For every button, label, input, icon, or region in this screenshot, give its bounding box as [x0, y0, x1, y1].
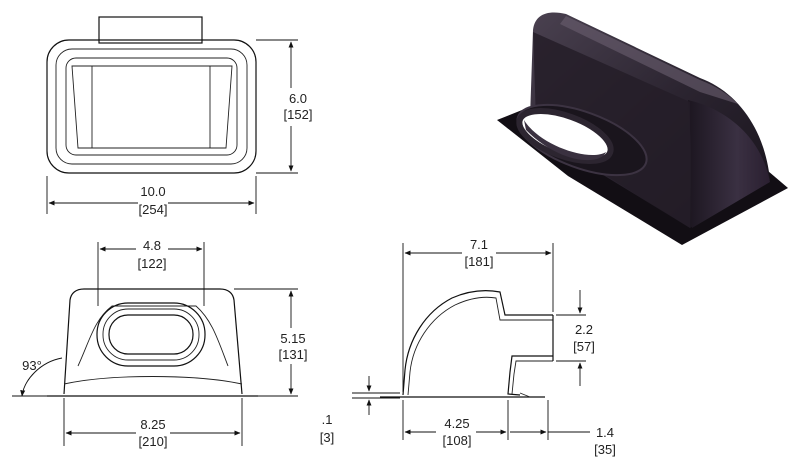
top-view-height-in: 6.0 [289, 91, 307, 106]
side-view-offset-mm: [35] [594, 442, 616, 457]
side-view-shell-outer [402, 290, 553, 396]
side-view-outlet-bottom-inner [511, 360, 553, 395]
front-view-outlet-mid [102, 308, 200, 361]
side-view-outlet-bottom [507, 355, 553, 396]
side-view-shell-inner [407, 296, 553, 396]
front-view-base-in: 8.25 [140, 417, 165, 432]
front-view-angle-arc [20, 357, 63, 397]
front-view-outlet-outer [96, 302, 206, 367]
front-view-base-mm: [210] [139, 434, 168, 449]
top-view-inner-rim [55, 48, 248, 165]
top-view-width-in: 10.0 [140, 184, 165, 199]
front-view-height-mm: [131] [279, 347, 308, 362]
front-view-opening-mm: [122] [138, 256, 167, 271]
isometric-render [497, 12, 788, 245]
side-view-opening-mm: [57] [573, 339, 595, 354]
render-outlet-inner-wall [524, 120, 606, 161]
front-view-opening-in: 4.8 [143, 238, 161, 253]
top-view-tab [98, 16, 203, 44]
top-view-height-mm: [152] [284, 107, 313, 122]
side-view-thickness-in: .1 [322, 412, 333, 427]
side-view-flange-right [519, 392, 531, 398]
top-view-width-mm: [254] [139, 202, 168, 217]
side-view-body-mm: [108] [443, 433, 472, 448]
render-highlight [560, 16, 738, 104]
top-view-flange-outline [46, 39, 257, 174]
front-view-height-in: 5.15 [280, 331, 305, 346]
front-view-inner-contour [77, 305, 229, 367]
top-view-opening [65, 57, 238, 156]
front-view-flange-curve [63, 376, 243, 385]
side-view-thickness-mm: [3] [320, 430, 334, 445]
front-view-outlet-inner [108, 314, 194, 355]
side-view-body-in: 4.25 [444, 416, 469, 431]
top-view: 6.0 [152] 10.0 [254] [46, 16, 313, 220]
side-view: 7.1 [181] 2.2 [57] .1 [3] 4.25 [108] 1.4… [320, 237, 616, 457]
top-view-opening-inner [71, 65, 233, 149]
side-view-length-in: 7.1 [470, 237, 488, 252]
front-view: 4.8 [122] 5.15 [131] 8.25 [210] 93° [12, 238, 310, 450]
side-view-offset-in: 1.4 [596, 425, 614, 440]
front-view-body-outline [63, 288, 243, 395]
side-view-opening-in: 2.2 [575, 322, 593, 337]
side-view-length-mm: [181] [465, 254, 494, 269]
front-view-angle-label: 93° [22, 358, 42, 373]
render-dome-end [688, 100, 770, 228]
render-outlet-opening [516, 108, 614, 164]
